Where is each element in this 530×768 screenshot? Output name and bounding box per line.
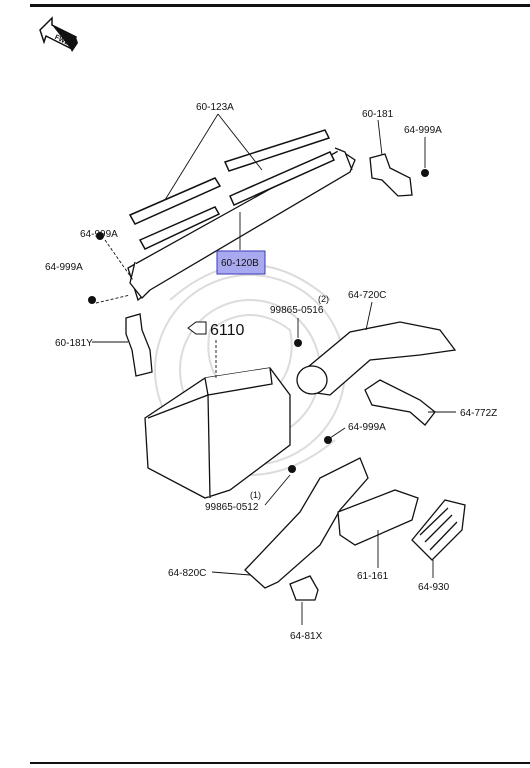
label-99865-0516: 99865-0516 — [270, 305, 324, 316]
label-64-999A-left1: 64-999A — [80, 229, 118, 240]
highlight-60-120B — [216, 250, 266, 275]
label-60-123A: 60-123A — [196, 102, 234, 113]
label-64-772Z: 64-772Z — [460, 408, 497, 419]
label-99865-0512: 99865-0512 — [205, 502, 259, 513]
label-64-999A-left2: 64-999A — [45, 262, 83, 273]
vent-duct-part — [296, 321, 457, 396]
vent-knob-part — [289, 575, 319, 601]
label-64-820C: 64-820C — [168, 568, 206, 579]
label-64-999A-mid: 64-999A — [348, 422, 386, 433]
side-defroster-duct-left — [125, 313, 153, 377]
air-vent-louver-part — [411, 499, 466, 561]
defroster-nozzle-part — [127, 147, 356, 302]
label-64-81X: 64-81X — [290, 631, 323, 642]
duct-adapter-part — [337, 489, 419, 546]
label-64-999A-top: 64-999A — [404, 125, 442, 136]
lower-vent-duct-part — [244, 457, 369, 589]
label-64-720C: 64-720C — [348, 290, 386, 301]
label-60-181Y: 60-181Y — [55, 338, 93, 349]
label-qty-1: (1) — [250, 490, 261, 500]
flexible-hose-part — [364, 379, 436, 426]
bottom-rule — [30, 762, 530, 764]
defroster-grille-part — [128, 129, 336, 250]
label-60-181: 60-181 — [362, 109, 394, 120]
side-defroster-duct-right — [369, 153, 413, 197]
leader-lines — [92, 113, 456, 625]
reference-pointer-icon — [187, 321, 207, 335]
label-qty-2: (2) — [318, 294, 329, 304]
top-rule — [30, 4, 530, 7]
label-60-120B: 60-120B — [221, 258, 259, 269]
label-ref-6110: 6110 — [210, 322, 245, 339]
label-64-930: 64-930 — [418, 582, 450, 593]
heater-unit-part — [144, 367, 291, 499]
label-61-161: 61-161 — [357, 571, 389, 582]
screw-icons — [88, 169, 429, 473]
fwd-arrow-icon: FWD — [39, 16, 78, 52]
